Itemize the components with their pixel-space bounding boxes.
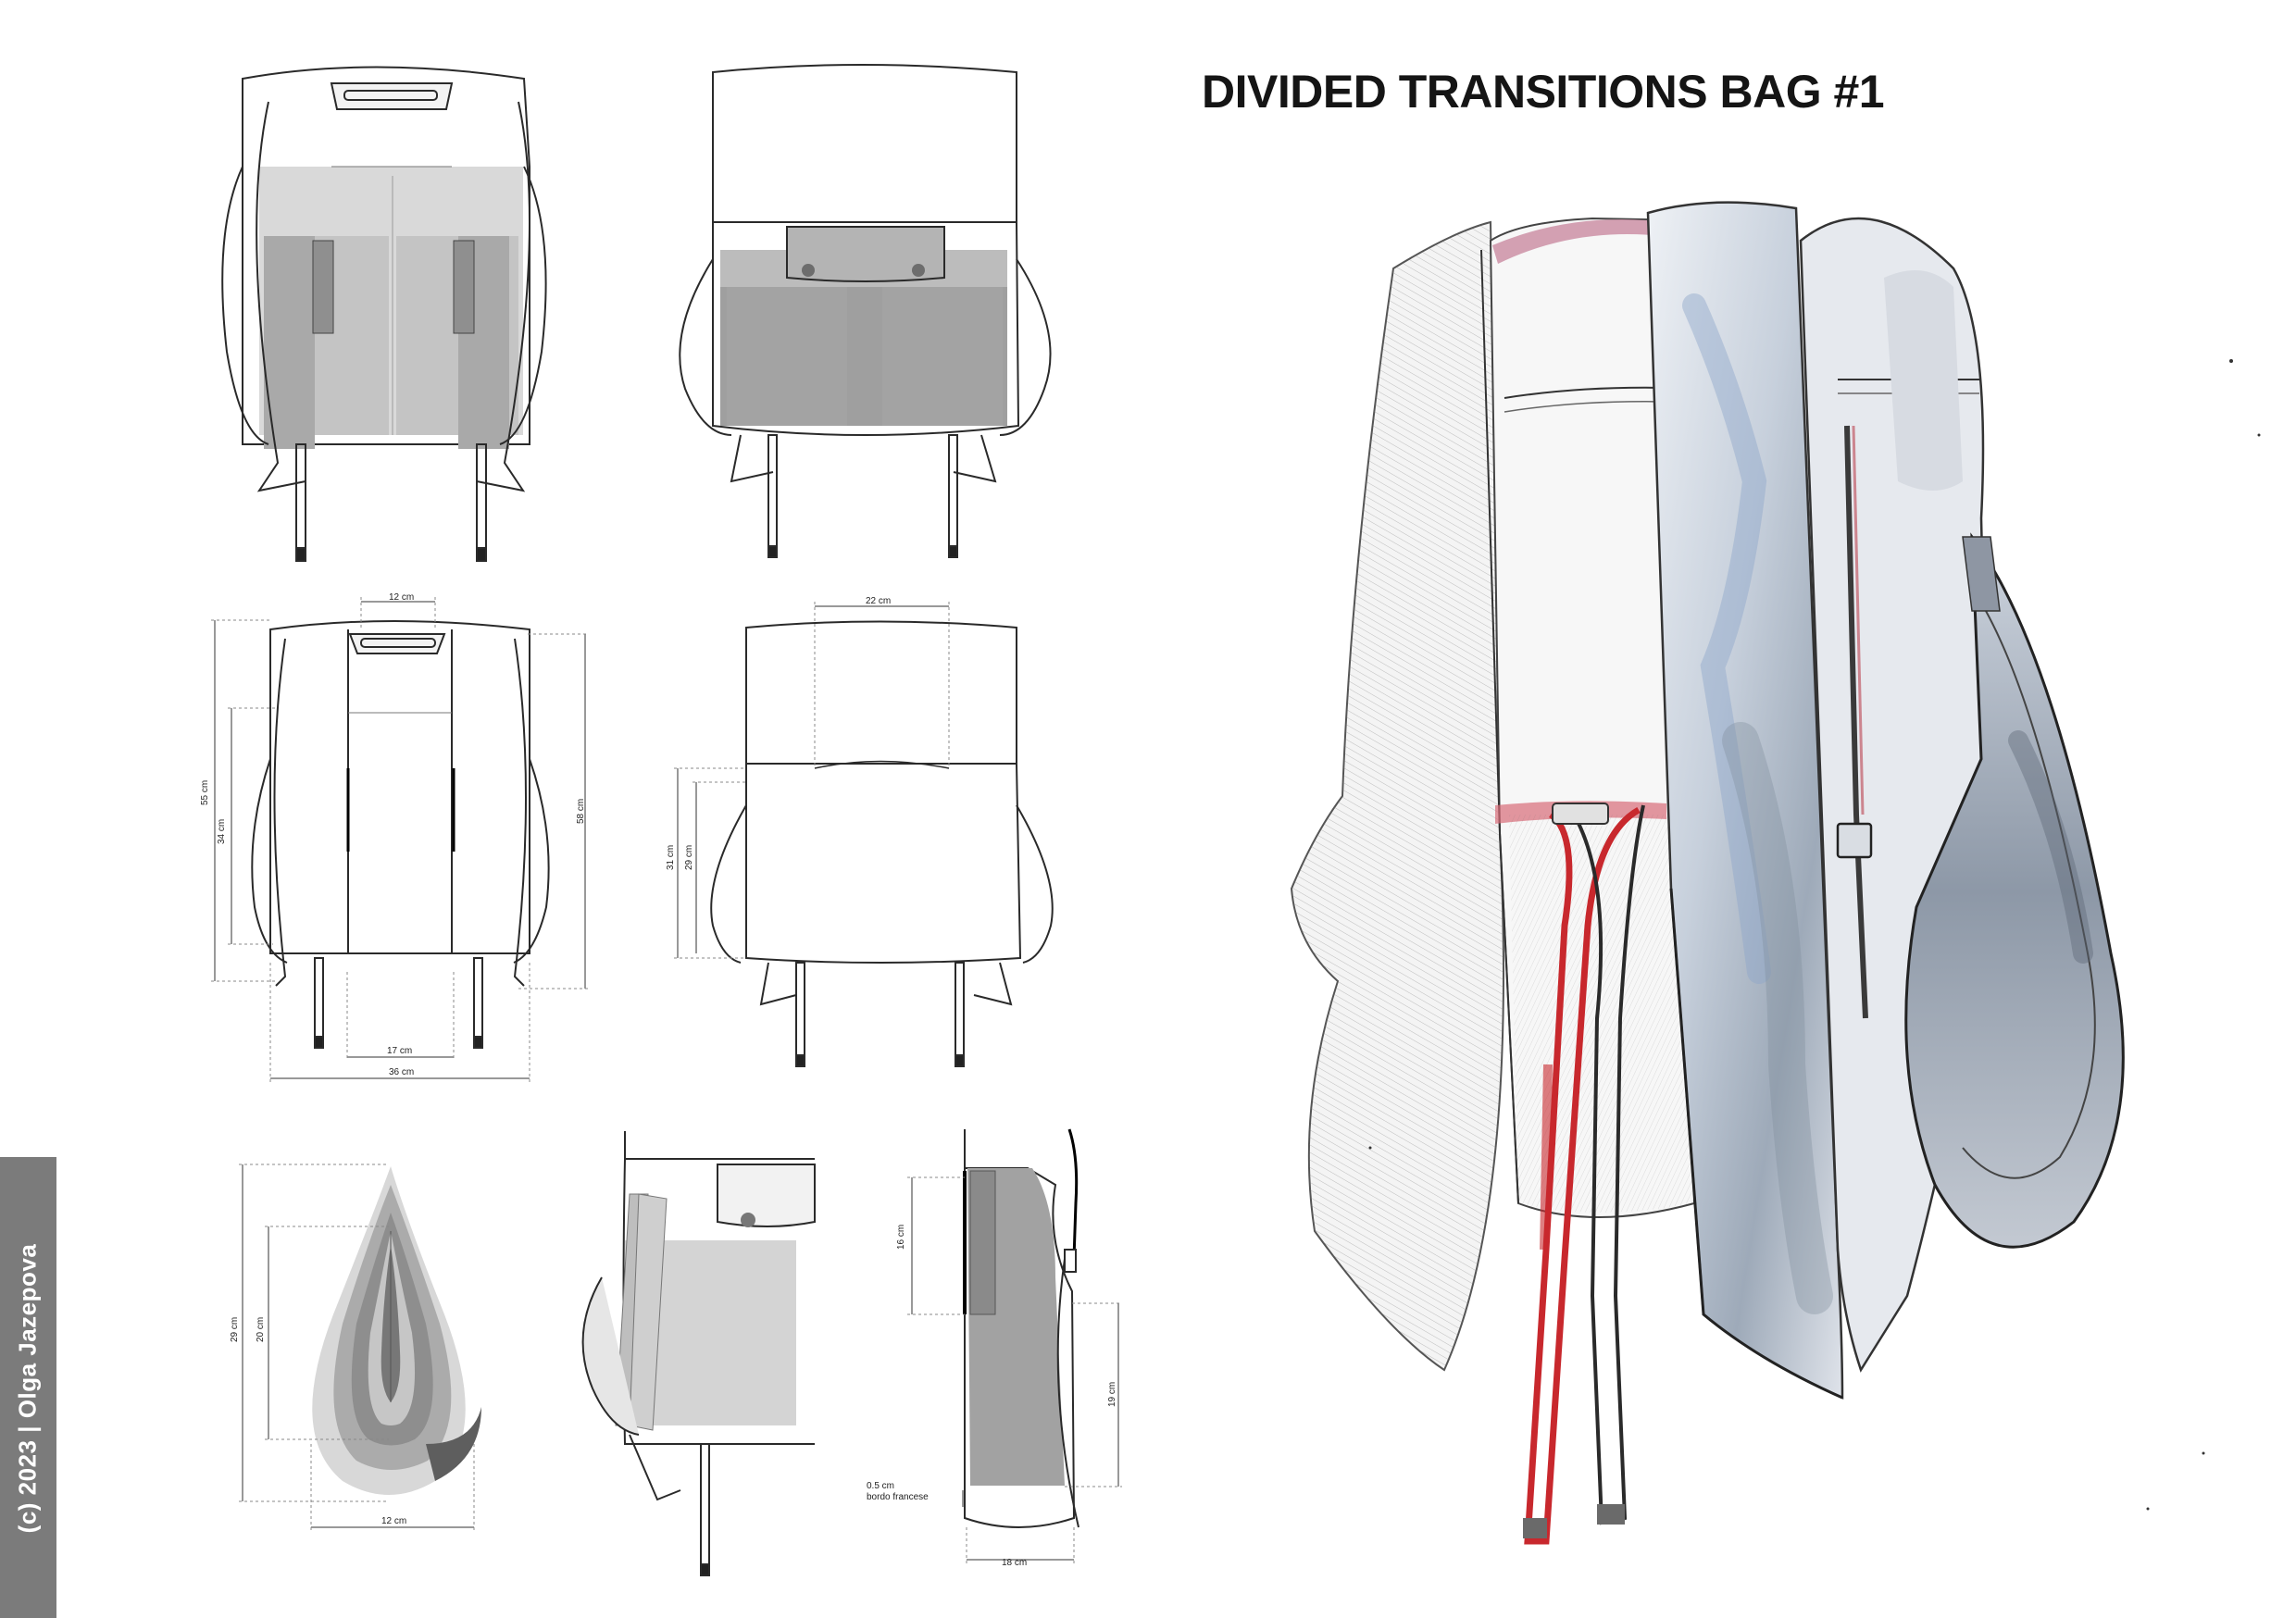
back-view-dimensioned <box>710 620 1054 1067</box>
credit-band <box>0 1157 56 1618</box>
dim-back-left-outer: 31 cm <box>666 845 676 870</box>
front-view-dimensioned <box>251 620 550 1049</box>
back-dimension-lines <box>674 602 950 959</box>
dim-side-hem-1: 0.5 cm <box>867 1481 894 1491</box>
dim-side-pocket: 16 cm <box>896 1225 906 1250</box>
dim-front-inner-left: 34 cm <box>217 819 227 844</box>
drop-side-view <box>312 1166 481 1495</box>
dim-back-top: 22 cm <box>866 596 891 606</box>
side-detail-view <box>581 1131 816 1576</box>
front-dimension-lines <box>211 597 589 1083</box>
front-view-filled <box>221 66 547 562</box>
dim-front-bottom-total: 36 cm <box>389 1067 414 1077</box>
dim-front-height-right: 58 cm <box>576 799 586 824</box>
dim-front-top: 12 cm <box>389 592 414 603</box>
dim-back-left-inner: 29 cm <box>684 845 694 870</box>
dim-side-hem-2: bordo francese <box>867 1492 929 1502</box>
sheet-title: DIVIDED TRANSITIONS BAG #1 <box>1202 66 1885 118</box>
dim-side-width: 18 cm <box>1002 1558 1027 1568</box>
side-elevation-view <box>963 1128 1079 1528</box>
dim-side-lower: 19 cm <box>1107 1382 1117 1407</box>
back-view-filled <box>679 64 1052 558</box>
dim-drop-width: 12 cm <box>381 1516 406 1526</box>
side-elevation-dimension-lines <box>907 1176 1122 1564</box>
copyright-credit: (c) 2023 | Olga Jazepova <box>13 1243 42 1534</box>
dim-drop-height-inner: 20 cm <box>256 1317 266 1342</box>
dim-drop-height-outer: 29 cm <box>230 1317 240 1342</box>
drop-dimension-lines <box>239 1164 475 1532</box>
bag-illustration <box>1290 201 2261 1545</box>
dim-front-bottom-inner: 17 cm <box>387 1046 412 1056</box>
dim-front-height-left: 55 cm <box>200 780 210 805</box>
